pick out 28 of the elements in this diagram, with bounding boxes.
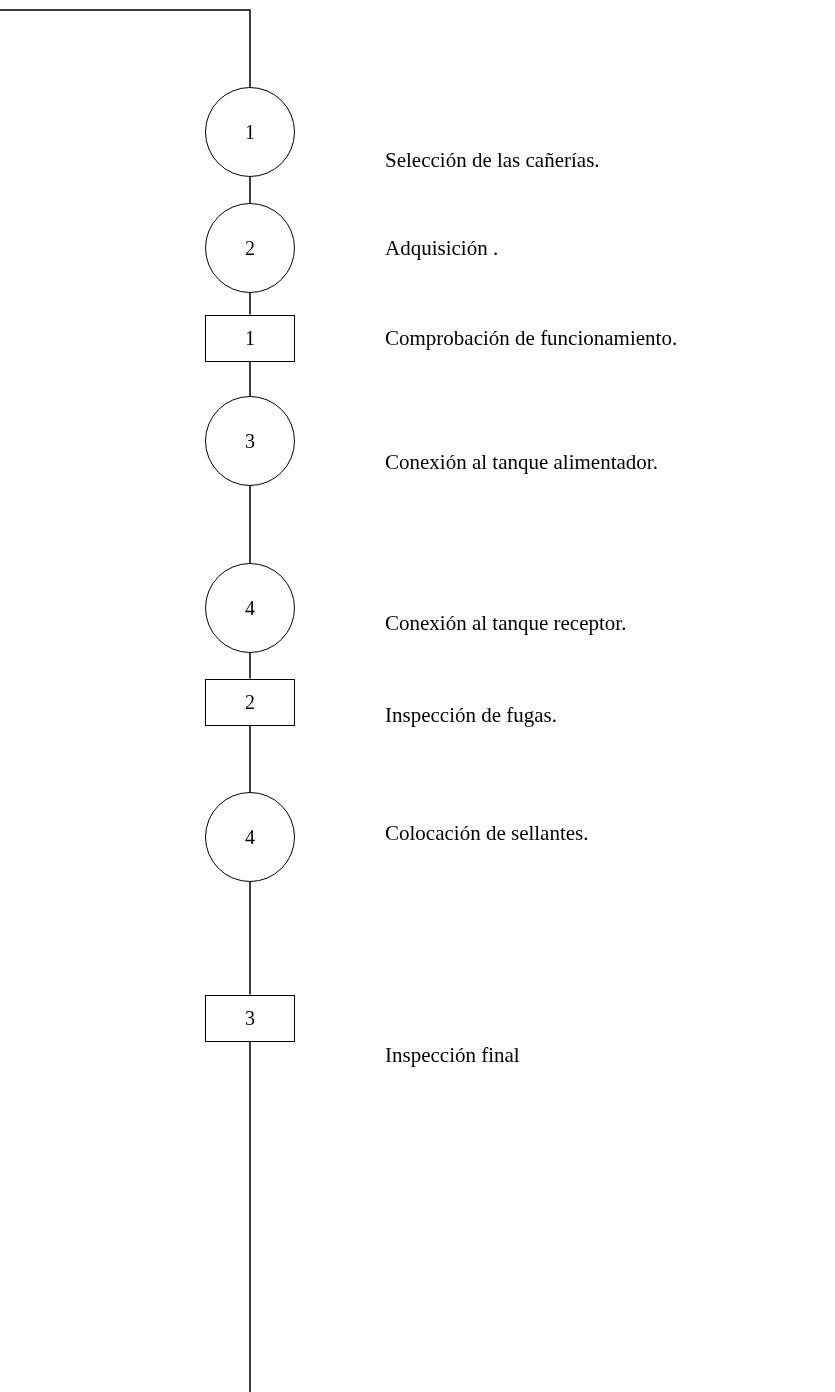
step-number: 3 bbox=[245, 431, 255, 451]
step-number: 1 bbox=[245, 328, 255, 348]
step-number: 3 bbox=[245, 1008, 255, 1028]
step-description: Adquisición . bbox=[385, 236, 499, 262]
connector-line bbox=[249, 1040, 251, 1392]
step-number: 2 bbox=[245, 238, 255, 258]
inspection-box bbox=[205, 314, 295, 362]
step-number: 1 bbox=[245, 122, 255, 142]
connector-line bbox=[249, 485, 251, 564]
connector-line bbox=[249, 881, 251, 996]
connector-line bbox=[249, 292, 251, 316]
step-number: 2 bbox=[245, 692, 255, 712]
inspection-box bbox=[205, 994, 295, 1042]
step-description: Inspección final bbox=[385, 1043, 520, 1069]
inspection-box bbox=[205, 678, 295, 726]
connector-line bbox=[0, 9, 251, 88]
step-description: Comprobación de funcionamiento. bbox=[385, 326, 678, 352]
connector-line bbox=[249, 360, 251, 397]
step-number: 4 bbox=[245, 598, 255, 618]
step-description: Conexión al tanque receptor. bbox=[385, 611, 627, 637]
connector-line bbox=[249, 652, 251, 680]
step-number: 4 bbox=[245, 827, 255, 847]
connector-line bbox=[249, 176, 251, 204]
step-description: Colocación de sellantes. bbox=[385, 821, 589, 847]
step-description: Inspección de fugas. bbox=[385, 703, 558, 729]
step-description: Conexión al tanque alimentador. bbox=[385, 450, 658, 476]
connector-line bbox=[249, 724, 251, 793]
step-description: Selección de las cañerías. bbox=[385, 148, 600, 174]
